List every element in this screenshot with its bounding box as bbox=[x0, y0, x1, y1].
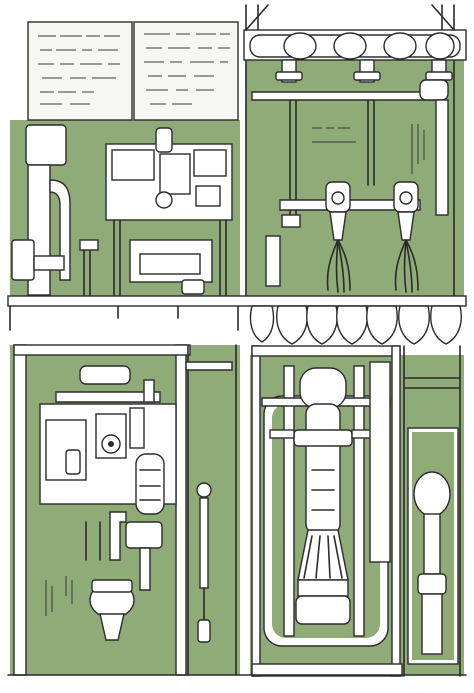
notice-board bbox=[27, 21, 239, 121]
right-bay-labels bbox=[312, 124, 425, 174]
floor-rail bbox=[7, 295, 467, 331]
notice-scribbles bbox=[38, 33, 230, 105]
lower-left-room bbox=[13, 344, 237, 676]
header-pipe bbox=[249, 32, 461, 60]
header-drops bbox=[251, 59, 453, 216]
hanging-bulbs bbox=[249, 305, 462, 345]
pump-labels bbox=[45, 576, 73, 616]
left-machine bbox=[11, 124, 233, 296]
gauge-pole bbox=[196, 482, 212, 643]
lower-right-room bbox=[251, 345, 461, 677]
valve-assemblies bbox=[265, 181, 421, 293]
